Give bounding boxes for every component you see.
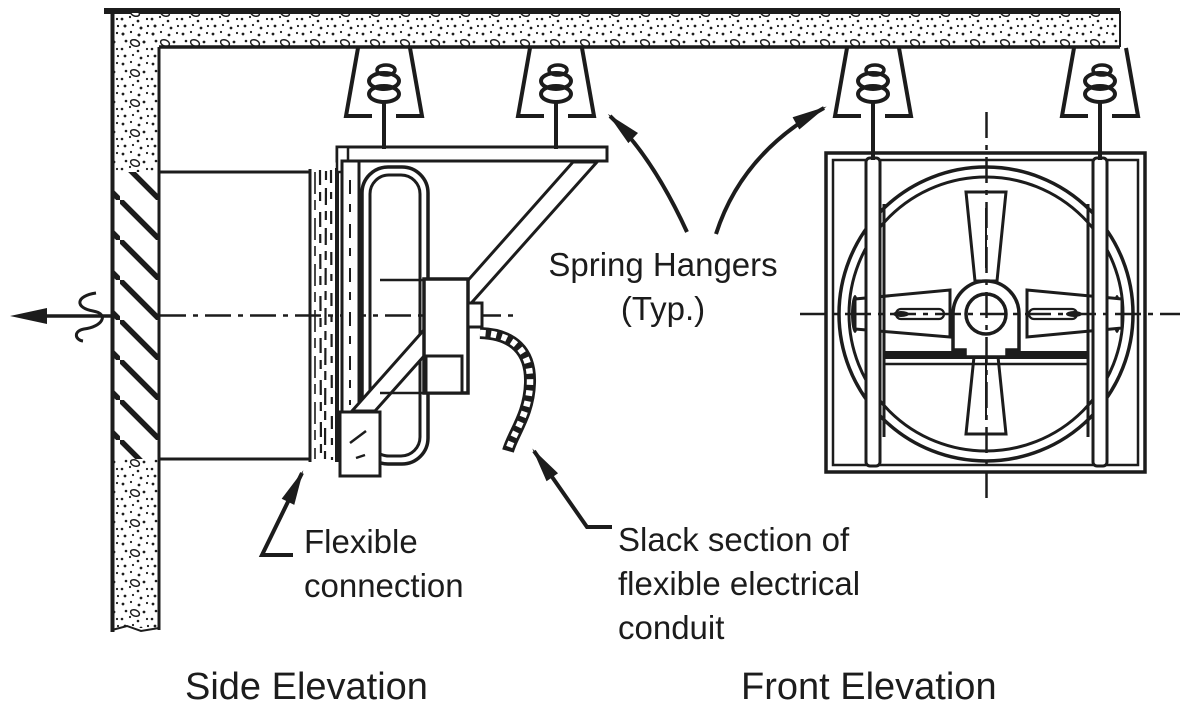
spring-hanger-icon-4 (1059, 47, 1141, 160)
spring-hangers-label: Spring Hangers (Typ.) (538, 243, 788, 331)
spring-hangers-label-line2: (Typ.) (620, 290, 706, 327)
motor-junction-box (424, 354, 464, 395)
mounting-bracket (335, 145, 609, 478)
slack-conduit-label-line1: Slack section of (618, 521, 850, 558)
left-wall-section (110, 11, 161, 633)
slack-conduit-leader (532, 448, 612, 529)
fan-motor (380, 277, 484, 395)
slack-conduit-label-line3: conduit (618, 609, 725, 646)
front-elevation-caption: Front Elevation (741, 666, 997, 708)
motor-hub (466, 301, 484, 329)
spring-hanger-arrow-left (607, 113, 689, 233)
spring-hanger-icon-3 (832, 47, 914, 160)
side-elevation-caption: Side Elevation (185, 666, 428, 708)
flexible-connection-label: Flexible connection (304, 520, 464, 608)
exhaust-duct (159, 170, 310, 461)
flexible-connection (308, 168, 339, 462)
flexible-connection-label-line1: Flexible (304, 523, 418, 560)
slack-conduit-label: Slack section of flexible electrical con… (618, 518, 860, 650)
centerlines-front (800, 112, 1180, 500)
break-squiggle (74, 291, 104, 343)
flexible-electrical-conduit (479, 327, 537, 453)
flexible-connection-leader (258, 470, 304, 557)
airflow-arrowhead (10, 308, 47, 324)
hanger-rod-left (864, 156, 882, 468)
hanger-rod-right (1091, 156, 1109, 468)
ceiling-slab (104, 8, 1121, 49)
bracket-vertical-plate (340, 159, 361, 415)
flexible-connection-label-line2: connection (304, 567, 464, 604)
spring-hanger-icon-2 (515, 47, 597, 149)
bracket-top-plate (335, 145, 609, 163)
spring-hanger-arrow-right (714, 106, 827, 235)
annotation-arrows (258, 106, 827, 557)
spring-hangers (343, 47, 1141, 160)
spring-hanger-icon-1 (343, 47, 425, 149)
bracket-foot-clamp (338, 410, 382, 478)
slack-conduit-label-line2: flexible electrical (618, 565, 861, 602)
spring-hangers-label-line1: Spring Hangers (548, 246, 778, 283)
airflow-arrow (10, 291, 112, 343)
